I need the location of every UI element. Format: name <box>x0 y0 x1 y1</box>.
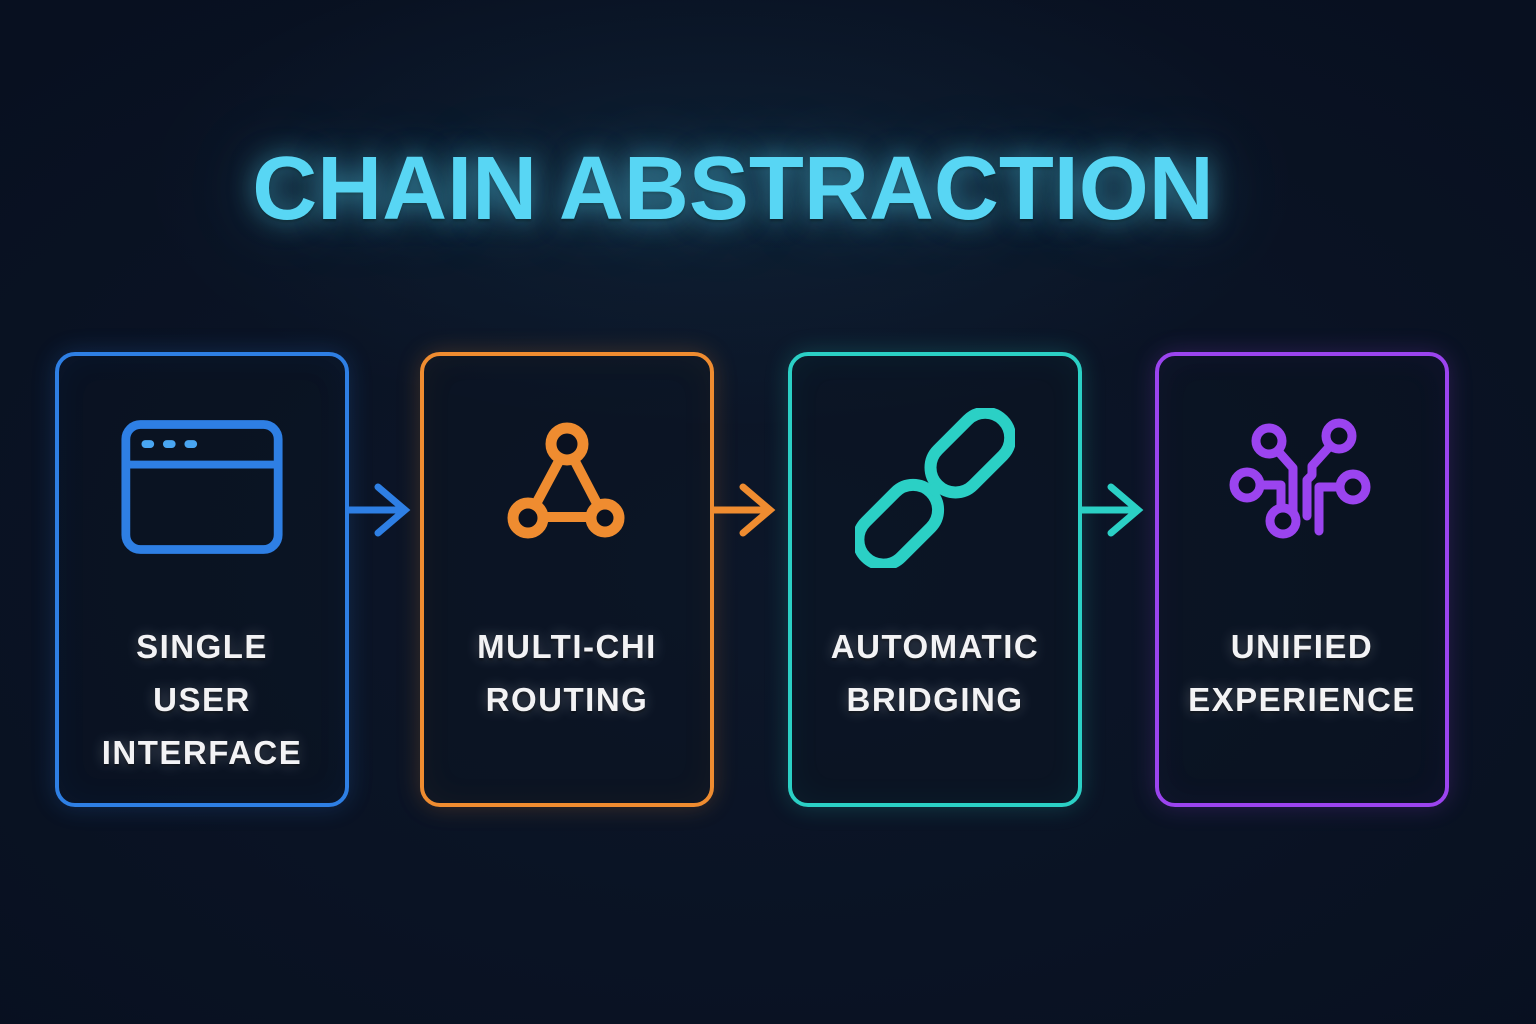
step-label: MULTI-CHI ROUTING <box>424 620 710 726</box>
step-label: AUTOMATIC BRIDGING <box>792 620 1078 726</box>
step-card-2: MULTI-CHI ROUTING <box>420 352 714 807</box>
label-line: BRIDGING <box>846 681 1024 718</box>
label-line: EXPERIENCE <box>1188 681 1416 718</box>
arrow-right-icon <box>347 483 411 537</box>
circuit-branches-icon <box>1159 408 1445 568</box>
label-line: INTERFACE <box>101 734 303 771</box>
label-line: USER <box>153 681 251 718</box>
step-card-4: UNIFIED EXPERIENCE <box>1155 352 1449 807</box>
label-line: MULTI-CHI <box>477 628 657 665</box>
network-triangle-icon-svg <box>507 422 625 539</box>
chain-link-icon-svg <box>855 408 1015 568</box>
browser-window-icon <box>59 408 345 568</box>
chain-link-icon <box>792 408 1078 568</box>
step-label: UNIFIED EXPERIENCE <box>1159 620 1445 726</box>
browser-window-icon-svg <box>121 420 283 554</box>
step-label: SINGLE USER INTERFACE <box>59 620 345 779</box>
arrow-right-icon <box>1080 483 1144 537</box>
window-dots <box>141 440 198 448</box>
label-line: UNIFIED <box>1230 628 1374 665</box>
label-line: AUTOMATIC <box>830 628 1040 665</box>
page-title: CHAIN ABSTRACTION <box>252 139 1214 239</box>
label-line: SINGLE <box>136 628 268 665</box>
step-card-3: AUTOMATIC BRIDGING <box>788 352 1082 807</box>
circuit-branches-icon-svg <box>1229 418 1371 539</box>
arrow-right-icon <box>712 483 776 537</box>
network-triangle-icon <box>424 408 710 568</box>
step-card-1: SINGLE USER INTERFACE <box>55 352 349 807</box>
label-line: ROUTING <box>485 681 649 718</box>
